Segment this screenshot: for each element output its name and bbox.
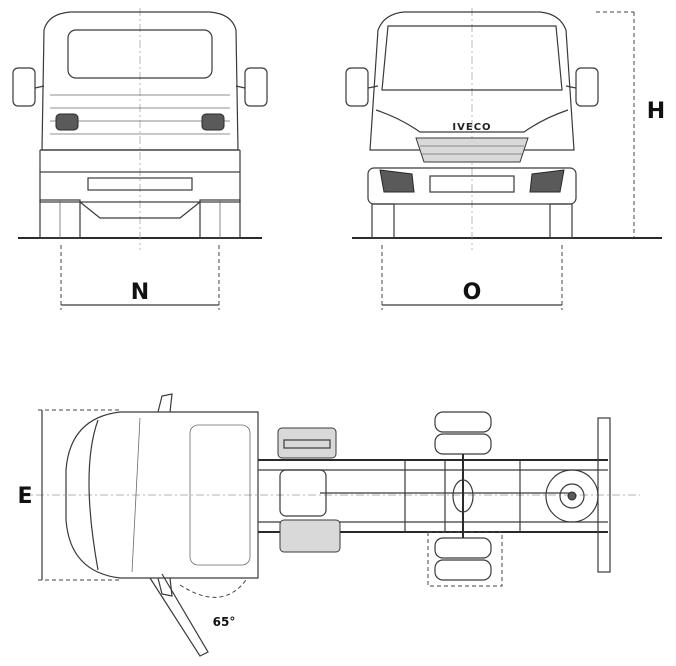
hood-line — [375, 109, 569, 133]
dimension-n-label: N — [131, 280, 149, 305]
rear-wheel-top-outer — [434, 411, 492, 433]
brand-logo: IVECO — [452, 122, 491, 133]
lower-grille — [429, 175, 515, 193]
top-mirror-left — [157, 393, 173, 413]
rear-left-mirror — [12, 67, 36, 107]
top-view: E 65° — [17, 393, 640, 657]
cab-roof — [65, 411, 259, 579]
front-view: IVECO O H — [345, 8, 665, 310]
rear-wheel-top-inner — [434, 433, 492, 455]
dimension-o-label: O — [463, 280, 482, 305]
differential — [452, 479, 474, 513]
front-left-wheel — [371, 203, 395, 239]
rear-window — [67, 29, 213, 79]
front-right-mirror — [575, 67, 599, 107]
dimension-e-label: E — [17, 484, 32, 509]
right-headlight — [529, 169, 565, 193]
rear-wheel-bottom-inner — [434, 537, 492, 559]
fuel-tank — [279, 519, 341, 553]
rear-crossmember — [87, 177, 193, 191]
rear-view: N — [12, 8, 268, 310]
front-cab-body — [369, 11, 575, 151]
rear-bumper — [39, 171, 241, 203]
open-door — [149, 573, 209, 657]
rear-right-mirror — [244, 67, 268, 107]
front-bumper — [367, 167, 577, 205]
dimension-h-label: H — [647, 99, 665, 124]
rear-wheel-bottom-outer — [434, 559, 492, 581]
gearbox — [279, 469, 327, 517]
engine-block — [277, 427, 337, 459]
front-right-wheel — [549, 203, 573, 239]
left-headlight — [379, 169, 415, 193]
windshield-top — [88, 419, 99, 571]
windshield — [381, 25, 563, 91]
rear-left-light — [55, 113, 79, 131]
rear-cab-body — [41, 11, 239, 151]
front-left-mirror — [345, 67, 369, 107]
front-grille — [415, 137, 529, 163]
cab-interior — [189, 424, 251, 566]
rear-right-light — [201, 113, 225, 131]
rear-axle — [79, 201, 201, 219]
top-mirror-right — [157, 577, 173, 597]
spare-wheel — [545, 469, 599, 523]
door-angle-label: 65° — [213, 615, 236, 629]
door-angle-arc — [179, 579, 247, 598]
